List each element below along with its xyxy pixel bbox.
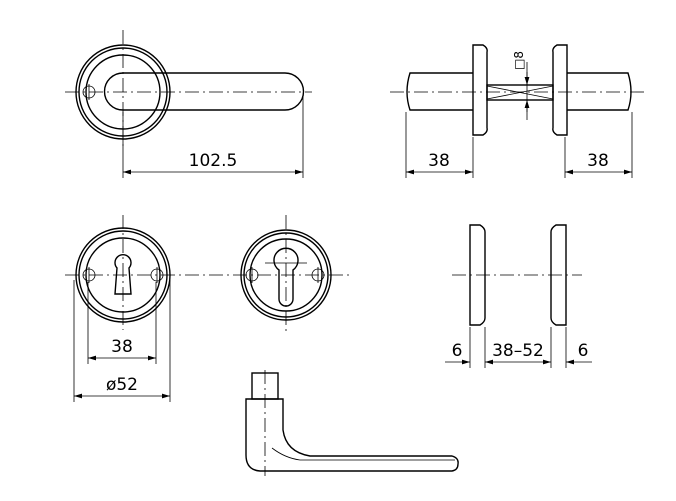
euro-cylinder-icon: [273, 247, 299, 307]
rose-side-view: 6 38–52 6: [445, 224, 592, 368]
keyhole-rose-view: 38 ø52: [65, 215, 350, 402]
keyhole-icon: [114, 254, 132, 295]
screw-icon: [311, 267, 325, 283]
dim-rose-thickness-left: 6: [452, 341, 463, 361]
screw-icon: [245, 267, 259, 283]
cylinder-rose-view: [240, 215, 332, 333]
dim-door-thickness: 38–52: [492, 341, 544, 361]
dim-knob-right: 38: [587, 151, 609, 171]
knob-side-view: □8 38 38: [390, 44, 648, 178]
lever-side-view: [245, 370, 459, 476]
dim-knob-left: 38: [428, 151, 450, 171]
dim-lever-length: 102.5: [189, 151, 238, 171]
dim-rose-thickness-right: 6: [578, 341, 589, 361]
lever-front-view: 102.5: [65, 30, 312, 178]
dim-rose-diameter: ø52: [106, 375, 138, 395]
dim-spindle: □8: [512, 51, 526, 70]
dim-screw-spacing: 38: [111, 337, 133, 357]
